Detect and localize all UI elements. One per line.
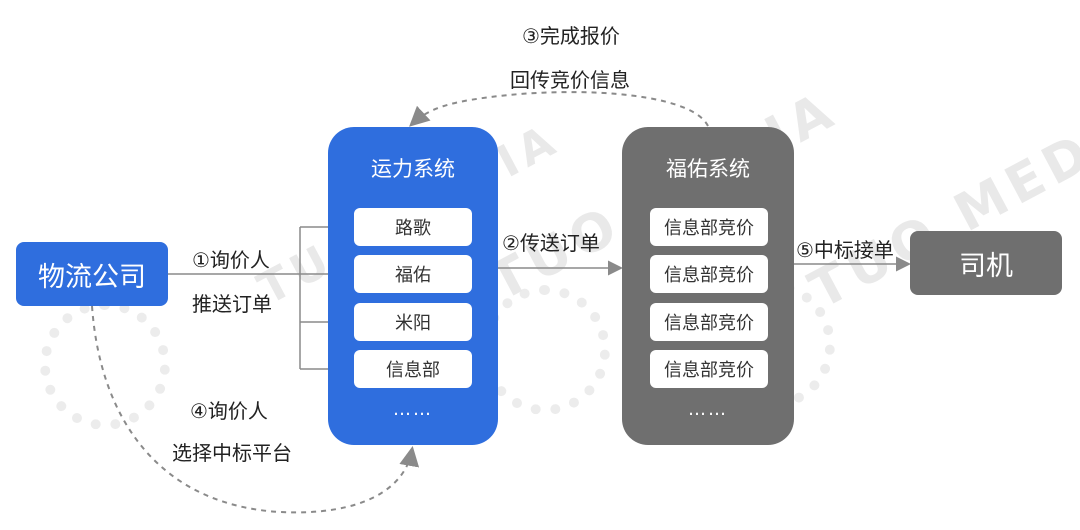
capacity-item-xinxibu: 信息部 — [354, 350, 472, 388]
step2-label: ②传送订单 — [502, 231, 600, 255]
capacity-ellipsis: …… — [393, 399, 433, 420]
step4-label-line1: ④询价人 — [190, 399, 268, 423]
logistics-company-label: 物流公司 — [38, 261, 146, 293]
fuyou-item-bid: 信息部竞价 — [650, 255, 768, 293]
capacity-item-miyang: 米阳 — [354, 303, 472, 341]
fuyou-system-panel: 福佑系统 信息部竞价 信息部竞价 信息部竞价 信息部竞价 …… — [622, 127, 794, 445]
step3-label-line2: 回传竞价信息 — [510, 68, 630, 92]
fuyou-item-bid: 信息部竞价 — [650, 303, 768, 341]
driver-node: 司机 — [910, 231, 1062, 295]
capacity-system-panel: 运力系统 路歌 福佑 米阳 信息部 …… — [328, 127, 498, 445]
capacity-system-title: 运力系统 — [371, 157, 455, 181]
fuyou-ellipsis: …… — [688, 399, 728, 420]
step4-dashed-arrow — [91, 305, 420, 514]
capacity-item-luge: 路歌 — [354, 208, 472, 246]
step1-label-line2: 推送订单 — [192, 292, 272, 316]
fuyou-item-bid: 信息部竞价 — [650, 350, 768, 388]
step3-dashed-arrow — [409, 91, 709, 127]
step4-label-line2: 选择中标平台 — [172, 441, 292, 465]
fuyou-item-bid: 信息部竞价 — [650, 208, 768, 246]
fuyou-system-title: 福佑系统 — [666, 157, 750, 181]
logistics-company-node: 物流公司 — [16, 242, 168, 306]
capacity-item-fuyou: 福佑 — [354, 255, 472, 293]
step5-label: ⑤中标接单 — [796, 238, 894, 262]
step1-label-line1: ①询价人 — [192, 248, 270, 272]
step3-label-line1: ③完成报价 — [522, 24, 620, 48]
driver-label: 司机 — [959, 250, 1013, 282]
